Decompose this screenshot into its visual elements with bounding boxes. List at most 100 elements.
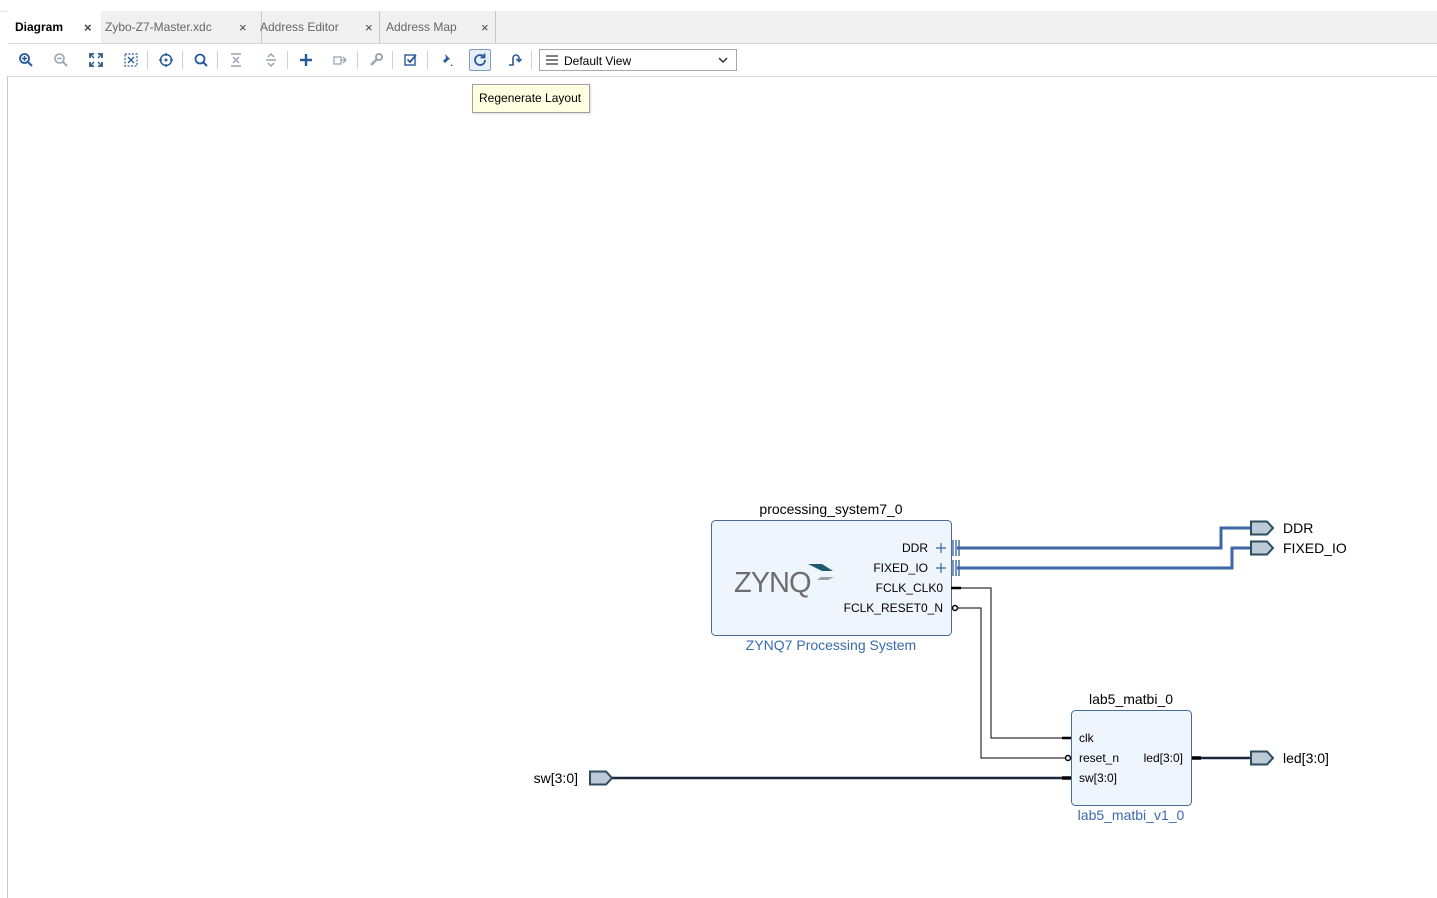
- search-button[interactable]: [190, 49, 212, 71]
- lab5-port-reset-n: reset_n: [1079, 751, 1119, 765]
- zoom-out-button[interactable]: [50, 49, 72, 71]
- tab-diagram[interactable]: Diagram ×: [8, 11, 101, 43]
- pin-button[interactable]: [435, 49, 457, 71]
- editor-tab-bar: Diagram × Zybo-Z7-Master.xdc × Address E…: [8, 11, 1437, 44]
- regenerate-layout-button[interactable]: [469, 49, 491, 71]
- tooltip-regenerate-layout: Regenerate Layout: [472, 84, 590, 113]
- tab-zybo-xdc-label: Zybo-Z7-Master.xdc: [105, 20, 212, 34]
- ps-port-ddr: DDR: [902, 541, 928, 555]
- ps-ip-name: ZYNQ7 Processing System: [746, 637, 916, 653]
- search-icon: [194, 53, 208, 67]
- external-port-ddr[interactable]: DDR: [1250, 520, 1313, 536]
- ddr-bus-pin-icon[interactable]: [952, 540, 960, 556]
- toolbar-separator: [357, 51, 358, 69]
- ps-instance-name: processing_system7_0: [759, 501, 902, 517]
- ddr-port-label: DDR: [1283, 520, 1313, 536]
- tab-zybo-xdc[interactable]: Zybo-Z7-Master.xdc ×: [98, 11, 262, 43]
- optimize-routing-button[interactable]: [504, 49, 526, 71]
- ddr-expand-plus-icon[interactable]: [936, 543, 946, 553]
- toolbar-separator: [531, 51, 532, 69]
- tab-address-map-close-icon[interactable]: ×: [481, 20, 489, 35]
- zoom-fit-button[interactable]: [85, 49, 107, 71]
- fixed-io-port-label: FIXED_IO: [1283, 540, 1347, 556]
- lab5-port-clk: clk: [1079, 731, 1095, 745]
- lab5-block-body[interactable]: [1071, 710, 1192, 806]
- make-external-button[interactable]: [330, 49, 352, 71]
- tab-address-map-label: Address Map: [386, 20, 457, 34]
- zynq-logo-stripe-icon: [817, 577, 834, 580]
- sw-port-icon[interactable]: [589, 770, 614, 786]
- zoom-area-button[interactable]: [120, 49, 142, 71]
- tab-zybo-xdc-close-icon[interactable]: ×: [239, 20, 247, 35]
- zoom-area-icon: [124, 53, 138, 67]
- zynq-logo: ZYNQ: [734, 564, 834, 599]
- expand-all-button[interactable]: [260, 49, 282, 71]
- make-external-icon: [333, 56, 347, 65]
- view-list-icon: [546, 55, 558, 65]
- fixed-io-interface-net[interactable]: [957, 546, 1250, 570]
- ddr-port-icon[interactable]: [1250, 520, 1275, 536]
- zynq-logo-text: ZYNQ: [734, 567, 811, 599]
- optimize-routing-icon: [509, 54, 523, 66]
- lab5-matbi-block[interactable]: lab5_matbi_0 clk reset_n sw[3:0] led[3:0…: [1062, 691, 1201, 823]
- tab-diagram-label: Diagram: [15, 20, 64, 34]
- canvas-left-border: [7, 76, 8, 898]
- view-select[interactable]: Default View: [539, 49, 737, 71]
- pin-icon: [441, 54, 453, 66]
- lab5-port-led: led[3:0]: [1144, 751, 1183, 765]
- expand-all-icon: [266, 52, 276, 68]
- external-port-sw[interactable]: sw[3:0]: [534, 770, 614, 786]
- tab-address-editor-label: Address Editor: [260, 20, 339, 34]
- lab5-instance-name: lab5_matbi_0: [1089, 691, 1173, 707]
- select-center-icon: [159, 53, 173, 67]
- diagram-toolbar: Default View: [8, 44, 1437, 77]
- settings-button[interactable]: [365, 49, 387, 71]
- select-center-button[interactable]: [155, 49, 177, 71]
- fixed-io-bus-pin-icon[interactable]: [952, 560, 960, 576]
- processing-system7-block[interactable]: processing_system7_0 ZYNQ DDR FIXED_IO F…: [711, 501, 962, 653]
- ddr-interface-net[interactable]: [957, 526, 1250, 550]
- reset-n-pin-bubble[interactable]: [1064, 754, 1072, 762]
- fclk-clk0-wire[interactable]: [957, 587, 1066, 739]
- led-port-icon[interactable]: [1250, 750, 1275, 766]
- collapse-all-icon: [231, 53, 241, 67]
- view-select-value: Default View: [564, 54, 632, 68]
- zoom-in-button[interactable]: [15, 49, 37, 71]
- validate-design-icon: [404, 54, 417, 66]
- fclk-reset-wire[interactable]: [958, 607, 1066, 759]
- toolbar-separator: [287, 51, 288, 69]
- zynq-logo-chevron-icon: [808, 564, 833, 571]
- settings-wrench-icon: [370, 53, 383, 66]
- led-port-label: led[3:0]: [1283, 750, 1329, 766]
- lab5-ip-name: lab5_matbi_v1_0: [1078, 807, 1185, 823]
- tab-address-editor-close-icon[interactable]: ×: [365, 20, 373, 35]
- toolbar-separator: [427, 51, 428, 69]
- fixed-io-port-icon[interactable]: [1250, 540, 1275, 556]
- tab-address-editor[interactable]: Address Editor ×: [253, 11, 380, 43]
- validate-design-button[interactable]: [400, 49, 422, 71]
- ps-port-fixed-io: FIXED_IO: [873, 561, 928, 575]
- external-port-led[interactable]: led[3:0]: [1250, 750, 1329, 766]
- chevron-down-icon: [718, 57, 728, 64]
- ps-port-fclk-clk0: FCLK_CLK0: [876, 581, 944, 595]
- fit-full-icon: [89, 53, 103, 67]
- fixed-io-expand-plus-icon[interactable]: [936, 563, 946, 573]
- add-ip-button[interactable]: [295, 49, 317, 71]
- toolbar-separator: [182, 51, 183, 69]
- sw-port-label: sw[3:0]: [534, 770, 578, 786]
- collapse-all-button[interactable]: [225, 49, 247, 71]
- fclk-reset-pin-bubble[interactable]: [951, 604, 959, 612]
- toolbar-separator: [392, 51, 393, 69]
- zoom-out-icon: [54, 53, 68, 67]
- regenerate-layout-icon: [474, 53, 486, 66]
- zoom-in-icon: [19, 53, 33, 67]
- toolbar-separator: [147, 51, 148, 69]
- external-port-fixed-io[interactable]: FIXED_IO: [1250, 540, 1347, 556]
- lab5-port-sw: sw[3:0]: [1079, 771, 1117, 785]
- tab-diagram-close-icon[interactable]: ×: [84, 20, 92, 35]
- ps-port-fclk-reset0-n: FCLK_RESET0_N: [844, 601, 943, 615]
- tab-address-map[interactable]: Address Map ×: [379, 11, 496, 43]
- toolbar-separator: [217, 51, 218, 69]
- add-ip-icon: [300, 54, 312, 66]
